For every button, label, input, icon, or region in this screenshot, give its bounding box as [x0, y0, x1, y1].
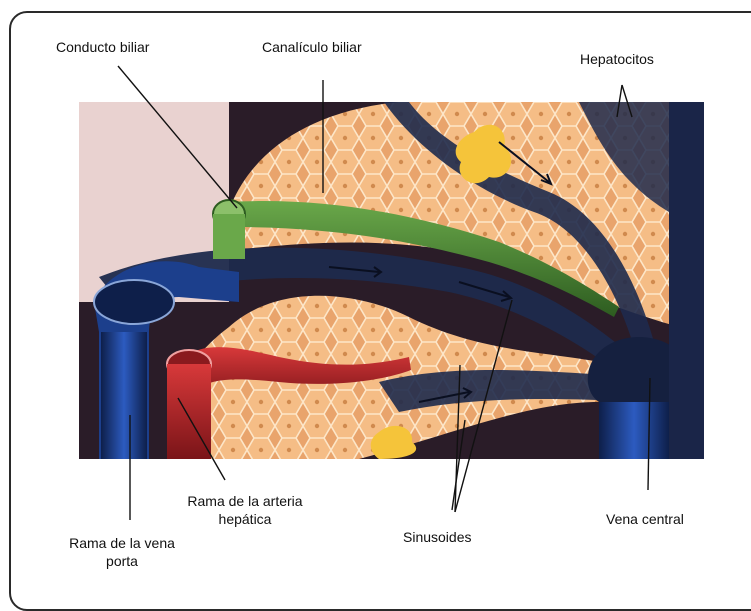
label-rama-arteria: Rama de la arteria hepática	[175, 492, 315, 528]
label-hepatocitos: Hepatocitos	[580, 50, 654, 68]
label-rama-arteria-line2: hepática	[175, 510, 315, 528]
label-vena-central: Vena central	[606, 510, 684, 528]
liver-lobule-illustration	[79, 102, 704, 459]
label-rama-arteria-line1: Rama de la arteria	[175, 492, 315, 510]
label-canaliculo-biliar: Canalículo biliar	[262, 38, 362, 56]
label-sinusoides: Sinusoides	[403, 528, 472, 546]
label-rama-vena: Rama de la vena porta	[52, 534, 192, 570]
portal-vein-vessel	[101, 332, 147, 459]
label-conducto-biliar: Conducto biliar	[56, 38, 149, 56]
label-rama-vena-line1: Rama de la vena	[52, 534, 192, 552]
label-rama-vena-line2: porta	[52, 552, 192, 570]
